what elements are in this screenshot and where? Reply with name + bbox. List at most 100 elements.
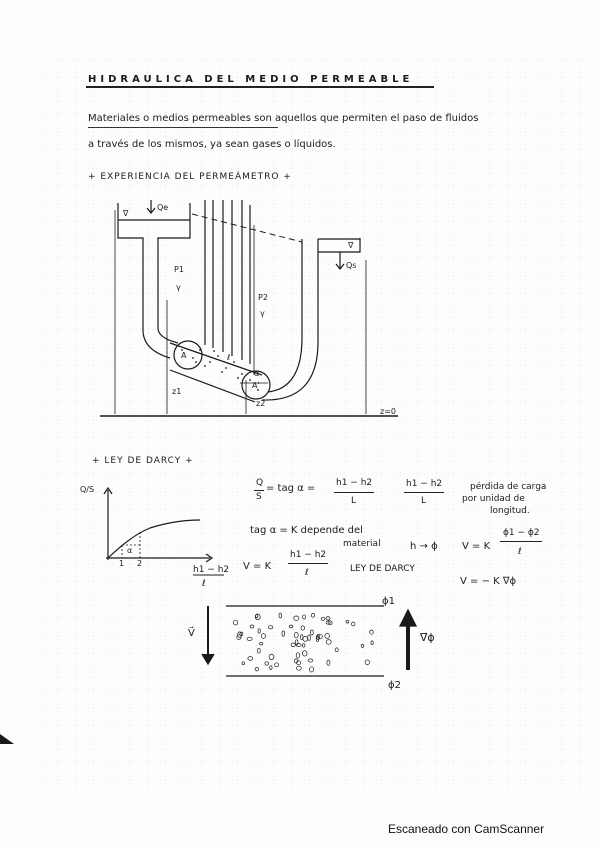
soil-grain xyxy=(327,620,333,626)
soil-grain xyxy=(369,629,374,635)
soil-grain xyxy=(315,635,320,642)
soil-grain xyxy=(264,661,270,666)
eq1-lhs-den: S xyxy=(256,492,262,502)
soil-grain xyxy=(300,634,304,641)
soil-grain xyxy=(278,612,282,619)
soil-grain xyxy=(254,667,260,672)
eq1-rhs-den: L xyxy=(351,496,357,506)
graph-xlabel-den: ℓ xyxy=(201,579,206,589)
soil-grain xyxy=(326,659,331,666)
graph-tick-2: 2 xyxy=(137,559,142,568)
tag-line-2: material xyxy=(343,539,381,549)
section-heading-permeametro: + EXPERIENCIA DEL PERMEÁMETRO + xyxy=(88,172,292,182)
soil-grain xyxy=(295,652,300,659)
eq1-lhs-bar xyxy=(254,490,264,491)
label-datum: z=0 xyxy=(380,407,396,416)
page-title: HIDRAULICA DEL MEDIO PERMEABLE xyxy=(88,74,414,85)
darcy-lhs: V = K xyxy=(243,561,272,572)
soil-grain xyxy=(325,620,331,625)
loss-bar xyxy=(404,492,444,493)
eq1-rhs-num: h1 − h2 xyxy=(336,478,373,488)
label-a: A xyxy=(181,351,187,360)
soil-grain xyxy=(293,632,299,639)
soil-grain xyxy=(257,628,261,634)
soil-grain xyxy=(290,642,296,647)
soil-grain xyxy=(310,613,316,618)
darcy-num: h1 − h2 xyxy=(290,550,327,560)
soil-grain xyxy=(317,633,323,640)
soil-grain xyxy=(259,641,264,646)
graph-tick-1: 1 xyxy=(119,559,124,568)
flow-velocity-label: V⃗ xyxy=(188,626,195,639)
label-gamma-1: γ xyxy=(176,283,181,292)
soil-grain xyxy=(246,636,253,641)
soil-grain xyxy=(364,659,370,665)
soil-grain xyxy=(296,660,301,666)
water-level-right: ∇ xyxy=(347,241,354,250)
darcy-bar xyxy=(288,563,328,564)
soil-grain xyxy=(334,647,339,653)
label-z1: z1 xyxy=(172,387,181,396)
intro-line-1: Materiales o medios permeables son aquel… xyxy=(88,113,479,124)
soil-grain xyxy=(307,634,311,641)
label-z2: z2 xyxy=(256,399,265,408)
soil-grain xyxy=(309,666,315,673)
soil-grain xyxy=(289,624,294,629)
soil-grain xyxy=(293,615,300,621)
intro-line-2: a través de los mismos, ya sean gases o … xyxy=(88,139,336,150)
soil-grain xyxy=(260,633,266,639)
soil-grain xyxy=(295,643,302,647)
soil-grain xyxy=(360,643,365,648)
soil-grain xyxy=(237,631,242,638)
soil-grain xyxy=(370,640,374,646)
label-a-prime: A' xyxy=(252,381,260,390)
water-level-left: ∇ xyxy=(122,209,129,218)
soil-grain xyxy=(295,639,299,646)
scanner-footer: Escaneado con CamScanner xyxy=(388,822,545,836)
label-qs: Qs xyxy=(346,261,356,270)
soil-grain xyxy=(302,650,308,657)
darcy-den: ℓ xyxy=(305,568,309,578)
label-p1: P1 xyxy=(174,265,184,274)
graph-xlabel-num: h1 − h2 xyxy=(193,565,229,575)
soil-grain xyxy=(302,614,307,620)
eq1-lhs-num: Q xyxy=(256,478,264,488)
label-length: ℓ xyxy=(226,353,230,362)
vphi-lhs: V = K xyxy=(462,541,491,552)
soil-grain xyxy=(296,665,302,671)
soil-grain xyxy=(281,630,285,637)
tag-line-1: tag α = K depende del xyxy=(250,525,363,536)
soil-grain xyxy=(268,625,274,630)
soil-grain xyxy=(310,629,314,636)
loss-num: h1 − h2 xyxy=(406,479,443,489)
soil-grain xyxy=(320,616,326,621)
flow-gradient-label: ∇⃗ϕ xyxy=(419,631,435,644)
soil-grain xyxy=(256,648,261,654)
soil-grain xyxy=(345,619,350,624)
label-qe: Qe xyxy=(157,203,168,212)
soil-grain xyxy=(302,636,309,642)
gradient-equation: V = − K ∇ϕ xyxy=(460,576,517,587)
loss-desc-3: longitud. xyxy=(490,506,530,516)
flow-phi1: ϕ1 xyxy=(382,596,395,607)
h-to-phi: h → ϕ xyxy=(410,541,438,552)
soil-grain xyxy=(300,625,305,631)
label-gamma-2: γ xyxy=(260,309,265,318)
graph-alpha: α xyxy=(127,546,132,555)
vphi-den: ℓ xyxy=(518,547,522,557)
soil-grain xyxy=(325,616,331,621)
title-underline xyxy=(86,86,434,88)
darcy-law-label: LEY DE DARCY xyxy=(350,564,415,574)
label-alpha: α xyxy=(254,369,259,378)
flow-phi2: ϕ2 xyxy=(388,680,401,691)
vphi-bar xyxy=(500,541,542,542)
loss-desc-1: pérdida de carga xyxy=(470,482,547,492)
soil-grain xyxy=(351,621,356,627)
soil-grain xyxy=(324,633,330,639)
soil-grain xyxy=(247,656,254,661)
soil-grain xyxy=(268,653,275,661)
